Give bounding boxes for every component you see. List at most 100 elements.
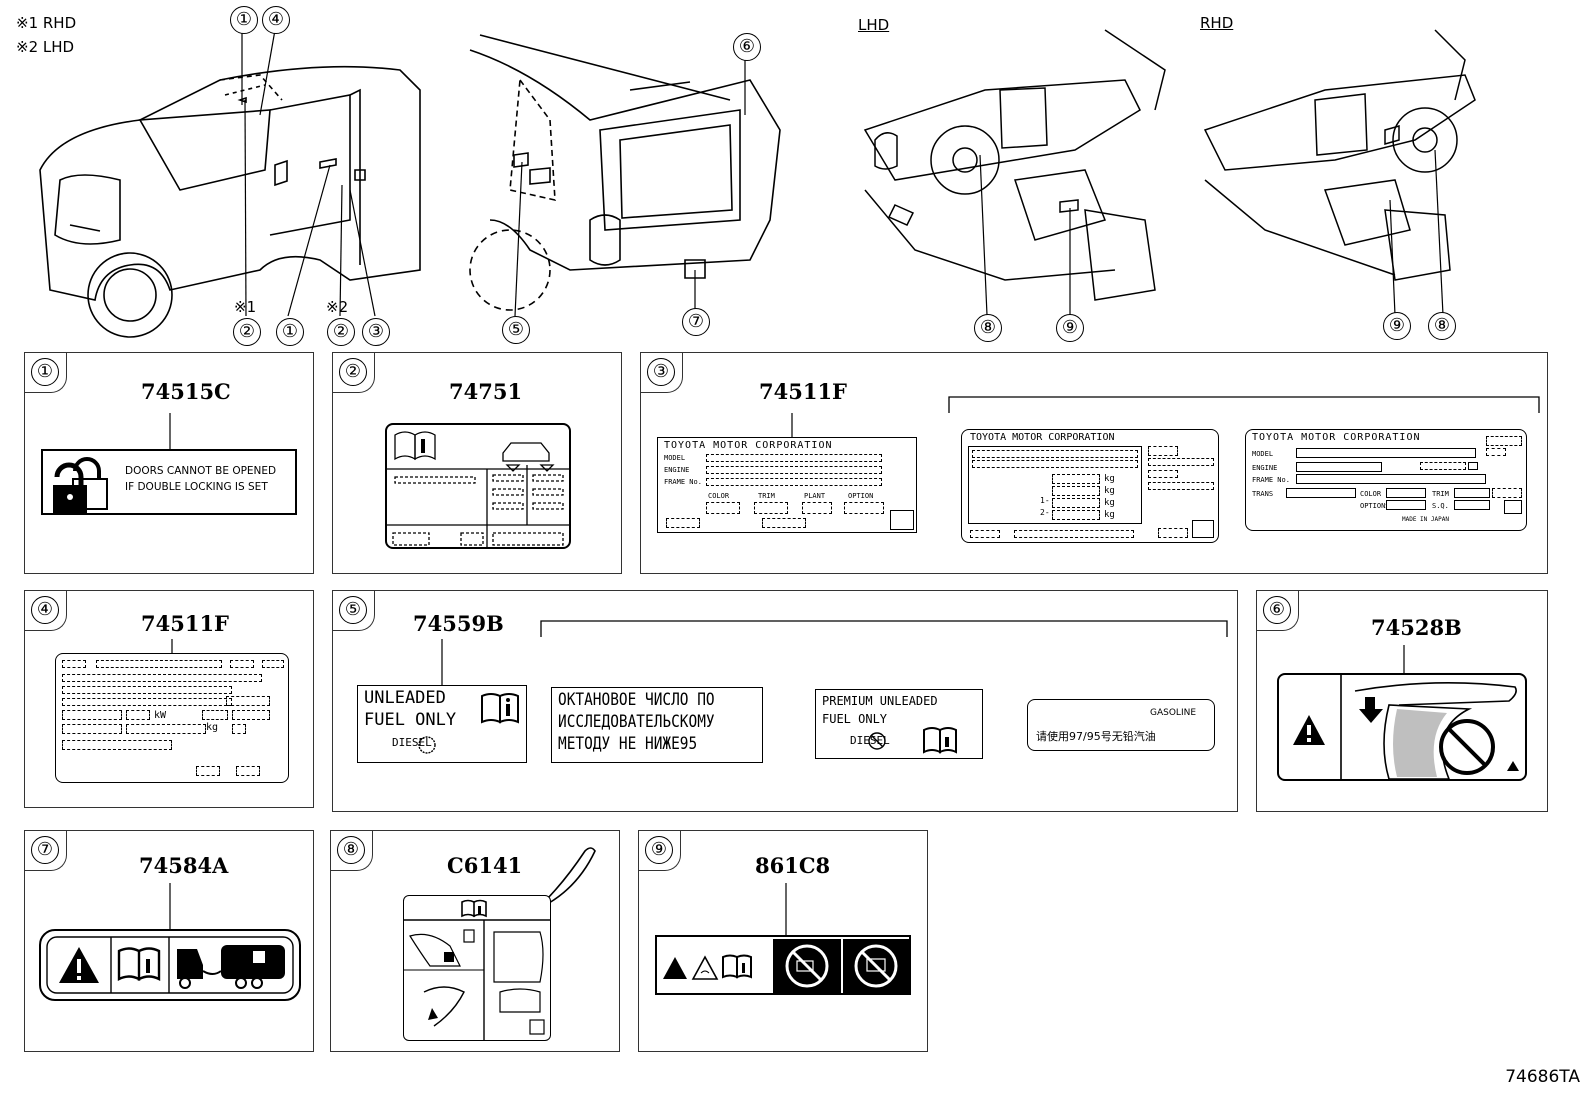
panel-1-number: ① — [31, 358, 59, 386]
panel-9-part-number: 861C8 — [755, 853, 831, 878]
label-861c8 — [655, 935, 911, 995]
label-p4-kg: kg — [206, 722, 219, 733]
label-3a-trim: TRIM — [758, 492, 775, 500]
panel-7-number: ⑦ — [31, 836, 59, 864]
label-3b-kg-4: kg — [1104, 510, 1115, 520]
label-p4-kw: kW — [154, 710, 167, 721]
mark-1: ※1 — [234, 298, 257, 316]
label-74511f-a: TOYOTA MOTOR CORPORATION MODEL ENGINE FR… — [657, 437, 917, 533]
panel-3-part-number: 74511F — [759, 379, 847, 404]
note-rhd: ※1 RHD — [16, 14, 77, 32]
panel-4-number: ④ — [31, 596, 59, 624]
label-3c-made: MADE IN JAPAN — [1402, 516, 1449, 523]
label-3a-plant: PLANT — [804, 492, 826, 500]
panel-3-bracket — [948, 396, 1540, 413]
label-5a-line2: FUEL ONLY — [364, 710, 457, 730]
label-c6141 — [403, 895, 551, 1041]
label-3c-frame: FRAME No. — [1252, 476, 1290, 484]
callout-2-door: ② — [327, 318, 355, 346]
panel-5-leader — [441, 639, 443, 685]
label-3c-model: MODEL — [1252, 450, 1274, 458]
panel-7-leader — [169, 883, 171, 929]
callout-9-rhd: ⑨ — [1383, 312, 1411, 340]
label-5c-line1: PREMIUM UNLEADED — [822, 694, 938, 708]
label-74751 — [385, 423, 571, 549]
prohibition-icon — [868, 732, 886, 750]
note-lhd: ※2 LHD — [16, 38, 75, 56]
callout-8-lhd: ⑧ — [974, 314, 1002, 342]
label-premium-unleaded: PREMIUM UNLEADED FUEL ONLY DIESEL — [815, 689, 983, 759]
callout-5-top: ⑤ — [502, 316, 530, 344]
label-74528b-art — [1293, 675, 1519, 781]
panel-1: ① 74515C DOORS CANNOT BE OPENED IF DOUBL… — [24, 352, 314, 574]
callout-9-lhd: ⑨ — [1056, 314, 1084, 342]
label-3c-title: TOYOTA MOTOR CORPORATION — [1252, 432, 1421, 443]
panel-1-part-number: 74515C — [141, 379, 231, 404]
panel-9-leader — [785, 883, 787, 935]
panel-6-part-number: 74528B — [1371, 615, 1462, 640]
label-5c-line2: FUEL ONLY — [822, 712, 888, 726]
label-5b-line3: МЕТОДУ НЕ НИЖЕ95 — [558, 734, 698, 754]
label-5a-line1: UNLEADED — [364, 688, 446, 708]
label-c6141-art — [404, 899, 550, 1040]
panel-7: ⑦ 74584A — [24, 830, 314, 1052]
callout-8-rhd: ⑧ — [1428, 312, 1456, 340]
panel-9: ⑨ 861C8 — [638, 830, 928, 1052]
label-unleaded-diesel: UNLEADED FUEL ONLY DIESEL — [357, 685, 527, 763]
panel-2: ② 74751 — [332, 352, 622, 574]
rhd-label: RHD — [1200, 14, 1234, 32]
panel-5-bracket — [540, 620, 1228, 637]
panel-2-part-number: 74751 — [449, 379, 523, 404]
manual-icon — [481, 693, 519, 724]
vehicle-rear-illustration — [469, 34, 781, 317]
label-74584a — [39, 929, 301, 1001]
callout-2-front: ② — [233, 318, 261, 346]
vehicle-front-illustration — [39, 29, 421, 338]
label-3b-kg-3: kg — [1104, 498, 1115, 508]
label-74511f-c: TOYOTA MOTOR CORPORATION MODEL ENGINE FR… — [1245, 429, 1527, 531]
panel-5-part-number: 74559B — [413, 611, 504, 636]
callout-6-top: ⑥ — [733, 33, 761, 61]
panel-5: ⑤ 74559B UNLEADED FUEL ONLY DIESEL ОКТАН… — [332, 590, 1238, 812]
label-74511f-b: TOYOTA MOTOR CORPORATION kg kg kg kg 1- … — [961, 429, 1219, 543]
label-3c-sq: S.Q. — [1432, 502, 1449, 510]
panel-8-number: ⑧ — [337, 836, 365, 864]
label-3b-axle-1: 1- — [1040, 496, 1050, 505]
panel-5-number: ⑤ — [339, 596, 367, 624]
prohibition-icon — [418, 736, 436, 754]
label-74515c: DOORS CANNOT BE OPENED IF DOUBLE LOCKING… — [41, 449, 297, 515]
lhd-label: LHD — [858, 16, 890, 34]
panel-6-number: ⑥ — [1263, 596, 1291, 624]
label-3c-options: OPTIONS — [1360, 502, 1390, 510]
label-3c-color: COLOR — [1360, 490, 1382, 498]
label-74528b — [1277, 673, 1527, 781]
panel-1-leader — [169, 413, 171, 449]
label-3c-engine: ENGINE — [1252, 464, 1278, 472]
panel-9-number: ⑨ — [645, 836, 673, 864]
label-5d-line1: GASOLINE — [1150, 708, 1197, 718]
label-3b-title: TOYOTA MOTOR CORPORATION — [970, 432, 1115, 443]
label-3c-trim: TRIM — [1432, 490, 1449, 498]
label-3a-model: MODEL — [664, 454, 686, 462]
callout-4-top: ④ — [262, 6, 290, 34]
label-3b-axle-2: 2- — [1040, 508, 1050, 517]
panel-3: ③ 74511F TOYOTA MOTOR CORPORATION MODEL … — [640, 352, 1548, 574]
padlock-icon — [53, 457, 108, 513]
manual-icon — [923, 727, 957, 754]
panel-4: ④ 74511F kW kg — [24, 590, 314, 808]
panel-6: ⑥ 74528B — [1256, 590, 1548, 812]
label-chinese-gasoline: GASOLINE 请使用97/95号无铅汽油 — [1027, 699, 1215, 751]
callout-1-top: ① — [230, 6, 258, 34]
label-3a-engine: ENGINE — [664, 466, 690, 474]
label-russian-octane: ОКТАНОВОЕ ЧИСЛО ПО ИССЛЕДОВАТЕЛЬСКОМУ МЕ… — [551, 687, 763, 763]
dashboard-rhd-illustration — [1203, 29, 1476, 316]
panel-2-number: ② — [339, 358, 367, 386]
panel-4-part-number: 74511F — [141, 611, 229, 636]
label-3a-title: TOYOTA MOTOR CORPORATION — [664, 440, 833, 451]
mark-2: ※2 — [326, 298, 349, 316]
dashboard-lhd-illustration — [863, 29, 1166, 316]
label-74515c-line1: DOORS CANNOT BE OPENED — [125, 465, 277, 477]
label-74515c-line2: IF DOUBLE LOCKING IS SET — [125, 481, 268, 493]
callout-7-top: ⑦ — [682, 308, 710, 336]
label-74751-layout — [387, 431, 571, 549]
